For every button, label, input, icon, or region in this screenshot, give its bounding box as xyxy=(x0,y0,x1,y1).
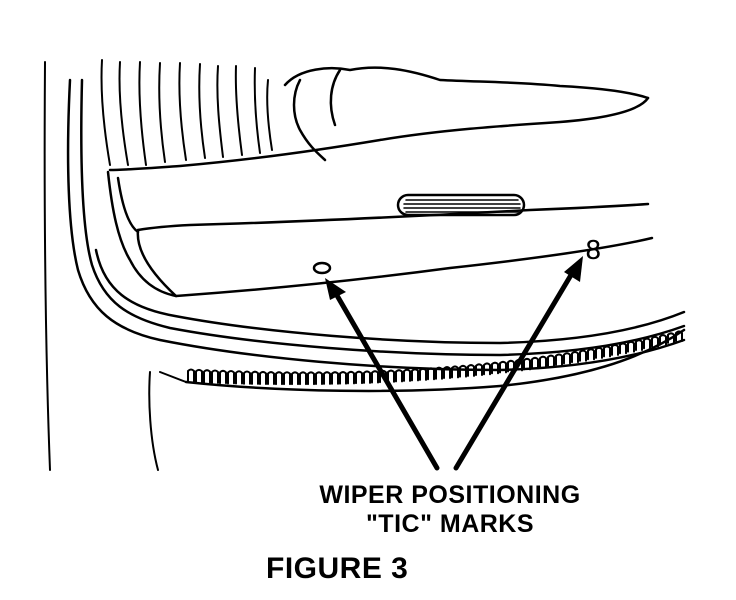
vent-tooth xyxy=(459,364,467,378)
vent-tooth xyxy=(467,364,475,377)
vent-tooth xyxy=(587,348,595,361)
cowl-vent-teeth xyxy=(187,330,683,386)
vent-tooth xyxy=(211,369,219,384)
vent-tooth xyxy=(531,356,539,370)
vent-tooth xyxy=(667,332,675,344)
vent-tooth xyxy=(307,371,315,386)
vent-tooth xyxy=(243,370,251,385)
vent-tooth xyxy=(443,366,451,380)
vent-tooth xyxy=(523,357,531,371)
leader-arrow-right xyxy=(453,256,583,471)
vent-tooth xyxy=(539,355,547,369)
vent-tooth xyxy=(507,359,515,373)
vent-tooth xyxy=(339,371,347,385)
vent-tooth xyxy=(227,370,235,385)
tic-mark-right-label: 8 xyxy=(585,236,602,266)
vent-tooth xyxy=(651,335,659,348)
vent-tooth xyxy=(611,343,619,356)
vent-tooth xyxy=(491,361,499,375)
vent-tooth xyxy=(235,370,243,385)
vent-tooth xyxy=(403,368,411,382)
figure-caption: FIGURE 3 xyxy=(266,552,409,585)
vent-tooth xyxy=(411,368,419,382)
vent-tooth xyxy=(187,368,195,383)
cowl-panel xyxy=(106,170,654,298)
cowl-vent-baseline xyxy=(184,328,686,393)
vent-tooth xyxy=(427,367,435,381)
vent-tooth xyxy=(363,370,371,384)
vent-tooth xyxy=(387,369,395,383)
vent-tooth xyxy=(395,369,403,383)
vent-tooth xyxy=(259,370,267,385)
leader-arrow-left xyxy=(325,278,440,471)
vent-tooth xyxy=(299,371,307,386)
vent-tooth xyxy=(419,367,427,381)
vent-tooth xyxy=(331,371,339,385)
vent-tooth xyxy=(635,339,643,351)
vent-tooth xyxy=(643,337,651,350)
vent-tooth xyxy=(355,370,363,385)
vertical-grille-strokes xyxy=(43,59,273,471)
vent-tooth xyxy=(451,365,459,379)
vent-tooth xyxy=(555,353,563,366)
callout-label-line1: WIPER POSITIONING xyxy=(319,481,581,509)
vent-tooth xyxy=(619,342,627,355)
vent-tooth xyxy=(219,369,227,385)
vent-tooth xyxy=(267,371,275,386)
vent-tooth xyxy=(563,352,571,365)
vent-tooth xyxy=(203,369,211,384)
vent-tooth xyxy=(251,370,259,385)
vent-tooth xyxy=(275,371,283,386)
lower-body-lines xyxy=(148,371,187,471)
vent-tooth xyxy=(627,340,635,353)
vent-tooth xyxy=(435,366,443,380)
vent-tooth xyxy=(659,334,667,346)
vent-tooth xyxy=(283,371,291,386)
upper-body-panel xyxy=(108,66,650,172)
vent-tooth xyxy=(475,363,483,377)
vent-tooth xyxy=(547,354,555,367)
vent-tooth xyxy=(595,346,603,359)
vent-tooth xyxy=(483,362,491,376)
vent-tooth xyxy=(579,349,587,362)
vent-tooth xyxy=(347,370,355,385)
center-slot-light xyxy=(396,193,526,217)
vent-tooth xyxy=(315,371,323,386)
vent-tooth xyxy=(675,330,683,342)
vent-tooth xyxy=(195,368,203,384)
vent-tooth xyxy=(499,360,507,374)
vent-tooth xyxy=(371,370,379,384)
vent-tooth xyxy=(323,371,331,385)
vent-tooth xyxy=(571,350,579,364)
vent-tooth xyxy=(291,371,299,386)
vent-tooth xyxy=(603,345,611,358)
tic-mark-left-symbol xyxy=(312,261,332,275)
callout-label-line2: "TIC" MARKS xyxy=(365,510,535,538)
